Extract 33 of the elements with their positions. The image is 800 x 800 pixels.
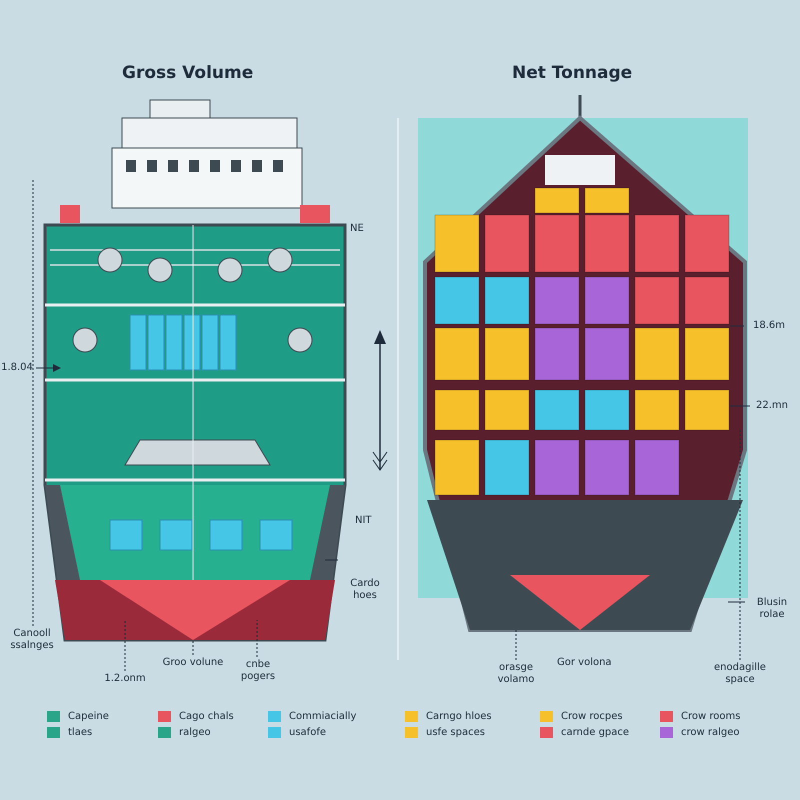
leader-line — [124, 620, 126, 672]
legend-label: Crow rocpes — [561, 711, 623, 722]
panel-title: Gross Volume — [122, 63, 254, 83]
callout-label: 22.mn — [755, 400, 789, 412]
legend-label: ralgeo — [179, 727, 211, 738]
legend-label: crow ralgeo — [681, 727, 740, 738]
annotation-label: Gor volona — [557, 657, 612, 668]
legend-label: carnde gpace — [561, 727, 630, 738]
annotation-label: NIT — [355, 515, 372, 526]
leader-line — [36, 364, 61, 372]
callout-label: Blusin rolae — [756, 597, 788, 621]
callout-label: 18.6m — [752, 320, 786, 332]
callout-label: Canooll ssalnges — [9, 628, 55, 652]
legend-label: Carngo hloes — [426, 711, 492, 722]
callout-label: 1.8.04 — [0, 362, 34, 374]
legend-label: Commiacially — [289, 711, 356, 722]
legend-label: Capeine — [68, 711, 109, 722]
legend-label: Cago chals — [179, 711, 234, 722]
panel-title: Net Tonnage — [512, 63, 632, 83]
leader-line — [192, 640, 194, 656]
callout-label: enodagille space — [713, 662, 767, 686]
annotation-label: NE — [350, 223, 364, 234]
callout-label: orasge volamo — [496, 662, 536, 686]
callout-label: 1.2.onm — [103, 673, 147, 685]
legend-label: usfe spaces — [426, 727, 485, 738]
callout-label: cnbe pogers — [240, 659, 276, 683]
leader-line — [256, 620, 258, 658]
callout-label: Cardo hoes — [349, 578, 381, 602]
callout-label: Groo volune — [162, 657, 224, 669]
legend-label: tlaes — [68, 727, 92, 738]
legend-label: Crow rooms — [681, 711, 740, 722]
leader-line — [32, 180, 34, 626]
legend-label: usafofe — [289, 727, 326, 738]
